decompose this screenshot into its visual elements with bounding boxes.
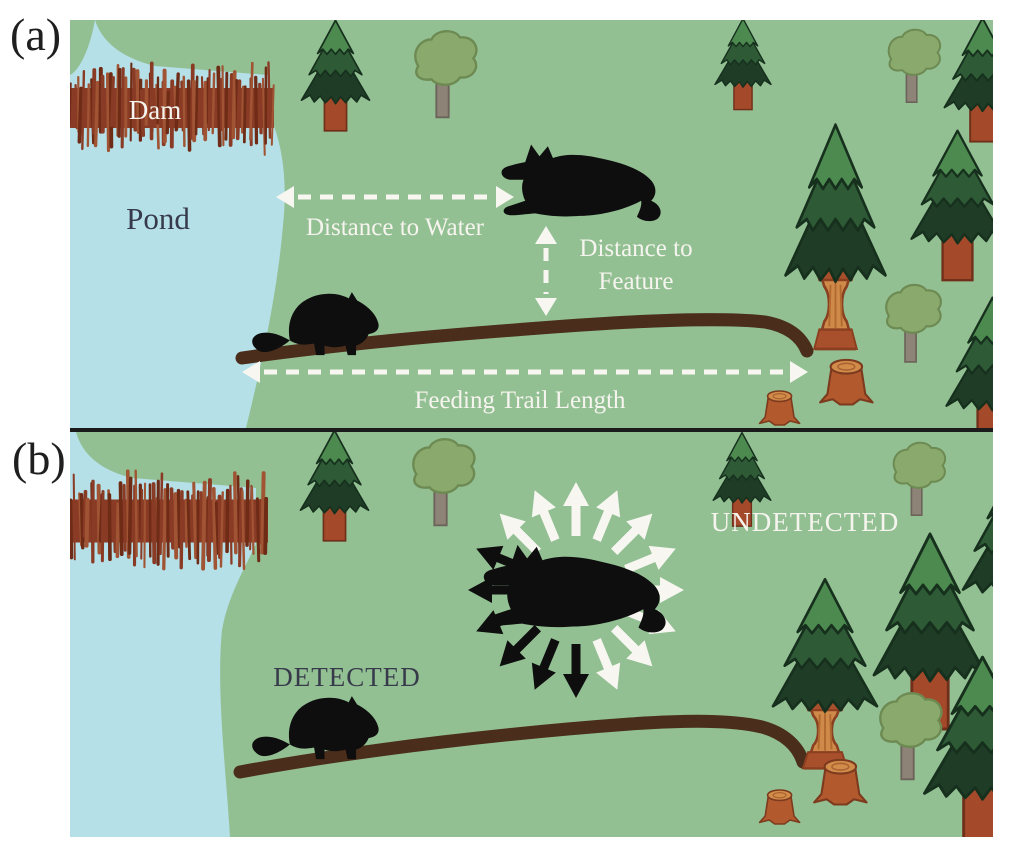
panel-a-scene: Dam Pond Distance to Water Distance to F… [70, 20, 993, 428]
panel-b-letter: (b) [12, 433, 66, 484]
detected-label: DETECTED [273, 662, 420, 692]
dam-icon [70, 61, 275, 156]
feeding-trail-length-arrow [242, 361, 808, 383]
distance-to-feature-label-line1: Distance to [579, 235, 692, 262]
illustration: Dam Pond Distance to Water Distance to F… [70, 20, 993, 837]
undetected-label: UNDETECTED [711, 507, 899, 537]
dam-label: Dam [129, 95, 181, 125]
pond-label: Pond [126, 201, 190, 236]
feeding-trail-length-label: Feeding Trail Length [414, 387, 626, 414]
feeding-trail-path [233, 714, 810, 779]
distance-to-water-label: Distance to Water [306, 214, 485, 241]
distance-to-water-arrow [276, 186, 514, 208]
distance-to-feature-label-line2: Feature [599, 268, 674, 295]
dam-icon [70, 469, 269, 571]
feeding-trail-path [235, 313, 814, 365]
panel-divider-line [70, 428, 993, 432]
panel-a-letter: (a) [10, 9, 62, 60]
panel-b-scene: UNDETECTED DETECTED [70, 432, 993, 837]
scene-svg: Dam Pond Distance to Water Distance to F… [70, 20, 993, 837]
distance-to-feature-arrow [535, 226, 557, 316]
